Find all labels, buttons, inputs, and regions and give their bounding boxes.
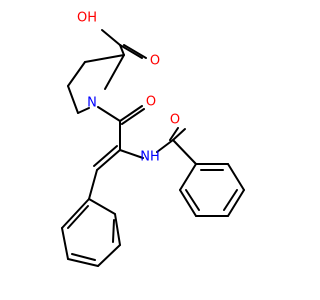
n-acyl-carbonyl — [97, 105, 145, 151]
ring-nitrogen: N — [87, 96, 97, 111]
benzamide-group — [156, 127, 197, 165]
carboxylic-acid-group — [101, 29, 147, 59]
acid-carbonyl-o: O — [150, 54, 160, 69]
structure-canvas: OH O N O NH O — [61, 10, 245, 267]
amide-carbonyl-o: O — [146, 95, 156, 110]
molecule-structure: OH O N O NH O — [61, 11, 245, 267]
benzoyl-phenyl-ring — [179, 163, 245, 217]
hydroxyl-label: OH — [77, 11, 97, 26]
amide-nh: NH — [140, 150, 160, 165]
benzoyl-carbonyl-o: O — [170, 113, 180, 128]
pyrrolidine-ring — [67, 54, 125, 114]
styryl-phenyl-ring — [61, 169, 121, 267]
alkene-double-bond — [93, 145, 144, 171]
